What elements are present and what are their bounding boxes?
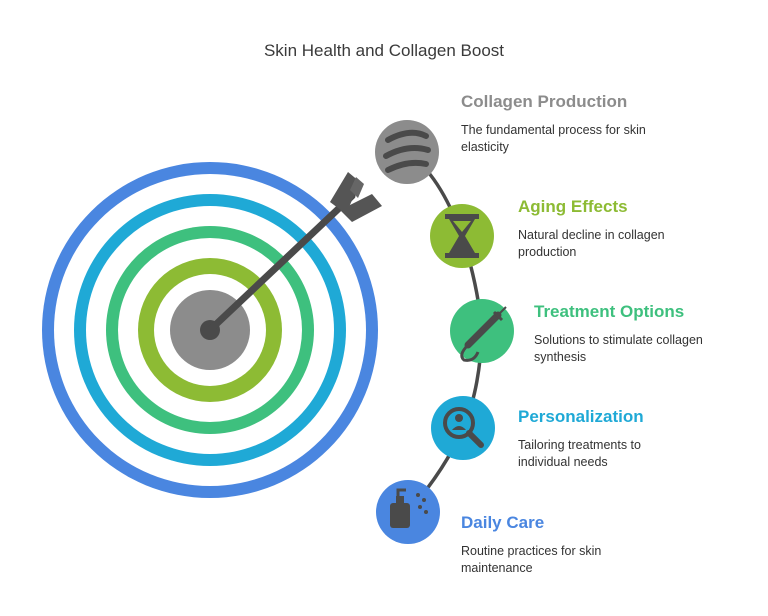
item-title-aging-effects: Aging Effects xyxy=(518,197,628,216)
collagen-fiber-icon xyxy=(375,120,439,184)
arrow-fletching xyxy=(330,172,360,214)
item-title-daily-care: Daily Care xyxy=(461,513,545,532)
item-desc-personalization: Tailoring treatments to individual needs xyxy=(518,438,641,469)
item-title-collagen-production: Collagen Production xyxy=(461,92,628,111)
target-arrow-icon xyxy=(42,162,382,498)
item-title-personalization: Personalization xyxy=(518,407,644,426)
lotion-bottle-icon xyxy=(376,480,440,544)
hourglass-icon xyxy=(430,204,494,268)
syringe-icon xyxy=(450,299,514,363)
item-title-treatment-options: Treatment Options xyxy=(534,302,685,321)
arrow-shaft xyxy=(206,192,356,334)
item-desc-aging-effects: Natural decline in collagen production xyxy=(518,228,665,259)
item-desc-collagen-production: The fundamental process for skin elastic… xyxy=(461,123,646,154)
item-desc-daily-care: Routine practices for skin maintenance xyxy=(461,544,602,575)
person-search-icon xyxy=(431,396,495,460)
item-desc-treatment-options: Solutions to stimulate collagen synthesi… xyxy=(534,333,703,364)
page-title: Skin Health and Collagen Boost xyxy=(263,41,505,60)
